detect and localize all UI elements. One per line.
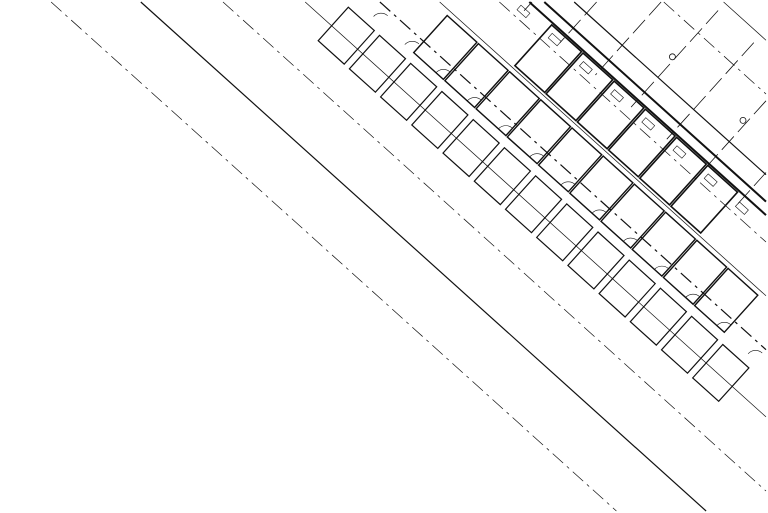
- room: [504, 174, 563, 234]
- room: [660, 315, 719, 375]
- door-swing: [404, 41, 420, 45]
- dimension-line: [559, 1, 597, 44]
- room: [629, 287, 688, 346]
- dimension-line: [595, 1, 662, 76]
- room: [600, 183, 666, 249]
- room: [379, 62, 438, 122]
- room-label-box: [641, 117, 656, 131]
- room: [669, 164, 739, 235]
- room: [513, 23, 583, 94]
- room: [442, 118, 501, 178]
- dimension-line: [666, 42, 755, 140]
- room: [631, 211, 697, 278]
- room: [607, 108, 677, 178]
- room: [693, 267, 759, 334]
- door-swing: [654, 265, 669, 270]
- grid-line: [50, 1, 617, 512]
- room: [506, 98, 572, 165]
- grid-line: [573, 1, 767, 176]
- room: [348, 34, 407, 94]
- grid-line: [663, 1, 767, 95]
- door-swing: [623, 237, 638, 242]
- room: [535, 203, 594, 262]
- room: [412, 14, 478, 81]
- grid-line: [439, 1, 767, 297]
- grid-line: [499, 1, 767, 243]
- room: [568, 155, 634, 221]
- room: [544, 51, 614, 122]
- room: [410, 90, 469, 150]
- room: [567, 231, 625, 290]
- room: [662, 239, 728, 306]
- door-swing: [529, 153, 545, 158]
- building-walls: [528, 1, 767, 216]
- dimension-line: [702, 100, 767, 172]
- room-label-box: [516, 4, 531, 19]
- door-swing: [373, 12, 388, 17]
- room-label-box: [734, 201, 749, 215]
- room: [576, 79, 646, 150]
- room-label-box: [672, 145, 687, 159]
- room: [691, 343, 750, 403]
- room-label-box: [578, 61, 593, 75]
- room-label-box: [547, 32, 562, 47]
- exterior-wall: [528, 1, 767, 216]
- room: [475, 70, 541, 137]
- room: [317, 6, 376, 65]
- grid-lines: [50, 1, 767, 512]
- door-swing: [591, 209, 607, 214]
- grid-bubble: [739, 117, 747, 124]
- grid-bubble: [669, 53, 676, 61]
- room-label-box: [610, 89, 624, 103]
- door-swing: [747, 350, 763, 355]
- door-swing: [716, 322, 732, 326]
- door-swing: [466, 97, 482, 102]
- room: [473, 146, 532, 206]
- room: [537, 126, 603, 193]
- grid-line: [304, 1, 767, 418]
- exterior-wall: [543, 1, 767, 203]
- rooms: [317, 4, 763, 403]
- grid-line: [723, 1, 767, 41]
- grid-line: [222, 1, 767, 492]
- room: [443, 42, 510, 109]
- grid-line: [379, 1, 767, 351]
- door-swing: [685, 293, 701, 298]
- room: [638, 136, 708, 207]
- grid-line: [140, 1, 707, 512]
- room-label-box: [703, 173, 718, 187]
- door-swing: [498, 125, 513, 130]
- door-swing: [560, 181, 576, 186]
- door-swing: [435, 69, 451, 73]
- room: [598, 259, 657, 318]
- dimension-line: [737, 172, 767, 204]
